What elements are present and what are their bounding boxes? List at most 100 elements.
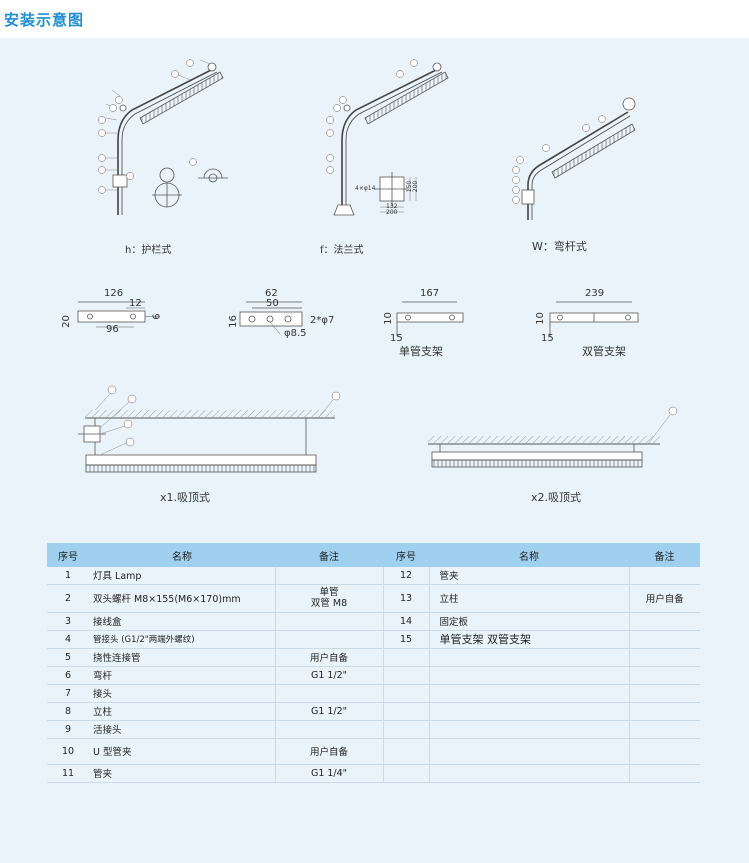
installation-drawings	[77, 59, 678, 473]
table-cell-no2	[382, 764, 429, 783]
table-cell-note2	[628, 666, 700, 685]
table-cell-no1: 5	[47, 648, 89, 667]
table-cell-name2	[428, 684, 629, 703]
table-cell-note1	[274, 684, 383, 703]
table-cell-name1: 管夹	[89, 764, 275, 783]
table-cell-no1: 3	[47, 612, 89, 631]
table-cell-note1: G1 1/4"	[274, 764, 383, 783]
caption-single-bracket: 单管支架	[399, 345, 443, 358]
table-cell-name2: 单管支架 双管支架	[428, 630, 629, 649]
dim-12: 12	[129, 298, 142, 309]
dim-16: 16	[227, 315, 239, 328]
dim-167: 167	[420, 288, 440, 299]
table-cell-note2	[628, 567, 700, 585]
table-cell-note1: 单管 双管 M8	[274, 584, 383, 613]
table-cell-name1: U 型管夹	[89, 738, 275, 765]
drawing-ceiling-mount-x1	[78, 385, 341, 473]
table-cell-name2	[428, 738, 629, 765]
dim-20: 20	[60, 315, 72, 328]
caption-ceiling-x2: x2.吸顶式	[531, 491, 582, 504]
header-name-2: 名称	[429, 543, 629, 567]
table-cell-note2	[628, 720, 700, 739]
dim-flange-200a: 200	[412, 180, 420, 193]
table-cell-note1: 用户自备	[274, 648, 383, 667]
table-cell-name1: 立柱	[89, 702, 275, 721]
table-cell-note1	[274, 720, 383, 739]
dim-62: 62	[265, 288, 278, 299]
drawing-bent-pole-type	[512, 97, 636, 220]
drawing-ceiling-mount-x2	[428, 406, 678, 468]
table-cell-name1: 接头	[89, 684, 275, 703]
table-cell-no2	[382, 666, 429, 685]
table-cell-no2	[382, 738, 429, 765]
table-cell-no1: 2	[47, 584, 89, 613]
page-title: 安装示意图	[4, 11, 85, 29]
dim-holes: 2*φ7	[310, 315, 335, 326]
single-tube-bracket	[396, 301, 464, 336]
table-cell-note1	[274, 567, 383, 585]
double-tube-bracket	[549, 301, 639, 336]
table-cell-name2: 固定板	[428, 612, 629, 631]
table-cell-note1: 用户自备	[274, 738, 383, 765]
header-no-2: 序号	[383, 543, 429, 567]
table-cell-no1: 7	[47, 684, 89, 703]
table-cell-name1: 双头螺杆 M8×155(M6×170)mm	[89, 584, 275, 613]
table-cell-note2	[628, 702, 700, 721]
table-cell-note2	[628, 612, 700, 631]
dim-flange-holes: 4×φ14	[355, 185, 376, 192]
header-name: 名称	[89, 543, 275, 567]
dim-10-single: 10	[382, 312, 394, 325]
table-cell-name2: 立柱	[428, 584, 629, 613]
header-no: 序号	[47, 543, 89, 567]
table-cell-note2	[628, 764, 700, 783]
table-cell-note2	[628, 648, 700, 667]
table-cell-note1: G1 1/2"	[274, 702, 383, 721]
table-cell-no1: 11	[47, 764, 89, 783]
table-cell-name2: 管夹	[428, 567, 629, 585]
table-cell-note1	[274, 612, 383, 631]
bracket-detail-b	[239, 301, 303, 335]
table-cell-no2: 15	[382, 630, 429, 649]
table-cell-no2: 14	[382, 612, 429, 631]
header-note: 备注	[275, 543, 383, 567]
table-cell-name1: 弯杆	[89, 666, 275, 685]
dim-10-double: 10	[534, 312, 546, 325]
table-cell-note2: 用户自备	[628, 584, 700, 613]
table-cell-name2	[428, 764, 629, 783]
table-cell-no2: 12	[382, 567, 429, 585]
dim-96: 96	[106, 324, 119, 335]
table-cell-no2	[382, 684, 429, 703]
caption-ceiling-x1: x1.吸顶式	[160, 491, 211, 504]
header-note-2: 备注	[629, 543, 700, 567]
dim-239: 239	[585, 288, 605, 299]
table-cell-no1: 4	[47, 630, 89, 649]
dim-126: 126	[104, 288, 124, 299]
table-cell-name2	[428, 666, 629, 685]
table-cell-note1	[274, 630, 383, 649]
table-cell-note2	[628, 684, 700, 703]
dim-flange-132: 132	[386, 203, 398, 210]
table-cell-no1: 9	[47, 720, 89, 739]
table-cell-no1: 1	[47, 567, 89, 585]
table-cell-name1: 灯具 Lamp	[89, 567, 275, 585]
table-cell-no2: 13	[382, 584, 429, 613]
caption-guardrail: h：护栏式	[125, 245, 172, 256]
dim-9: 9	[149, 313, 161, 320]
dim-8-5: φ8.5	[284, 328, 307, 339]
table-cell-name2	[428, 720, 629, 739]
caption-flange: f：法兰式	[320, 245, 364, 256]
table-cell-no2	[382, 720, 429, 739]
caption-double-bracket: 双管支架	[582, 345, 626, 358]
dim-15-single: 15	[390, 333, 403, 344]
table-cell-name1: 活接头	[89, 720, 275, 739]
drawing-flange-type	[326, 59, 449, 216]
